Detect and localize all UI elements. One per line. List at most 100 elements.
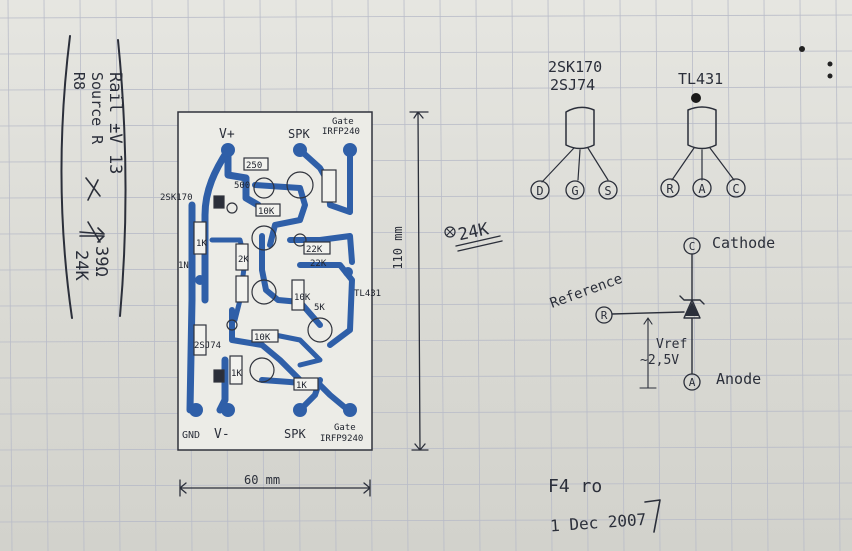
- comp-22k-b: 22K: [310, 259, 327, 269]
- pcb-component-labels: 250 500 10K 22K 2SK170 1K 1N 10K 22K 5K …: [160, 161, 381, 391]
- grid-line: [835, 0, 841, 551]
- note-source-r: Source R: [88, 72, 106, 145]
- right-bracket: [117, 39, 127, 317]
- jfet-name-2sj74: 2SJ74: [550, 76, 595, 94]
- pcb-label-gate-bottom: Gate: [334, 423, 356, 433]
- pcb-label-spk-top: SPK: [288, 127, 310, 141]
- tl431-marker-dot: [691, 93, 701, 103]
- comp-1k-c: 1K: [231, 369, 242, 379]
- comp-10k-a: 10K: [258, 207, 275, 217]
- schematic-pin-c: C: [689, 240, 696, 253]
- comp-250: 250: [246, 161, 262, 171]
- comp-tl431: TL431: [354, 289, 381, 299]
- ink-dot: [799, 46, 805, 52]
- grid-line: [79, 0, 85, 551]
- tl431-pin-a: A: [698, 182, 706, 196]
- pcb-pads: [189, 143, 357, 417]
- left-bracket: [60, 35, 73, 319]
- grid-line: [763, 0, 769, 551]
- schematic-ref-line: [611, 311, 685, 315]
- footer-date: 1 Dec 2007: [549, 510, 646, 536]
- grid-line: [0, 14, 852, 19]
- grid-line: [619, 0, 625, 551]
- schematic-vref-arrow: [639, 317, 657, 389]
- comp-1n: 1N: [178, 261, 189, 271]
- grid-line: [439, 0, 445, 551]
- pcb-label-irfp240: IRFP240: [322, 127, 360, 137]
- comp-5k: 5K: [314, 303, 325, 313]
- jfet-pin-s: S: [604, 184, 611, 198]
- schematic-pin-r: R: [601, 309, 608, 322]
- comp-10k-b: 10K: [254, 333, 271, 343]
- note-source-r-value: 39Ω: [91, 246, 111, 277]
- grid-line: [0, 410, 852, 415]
- comp-10k-c: 10K: [294, 293, 311, 303]
- note-r8: R8: [70, 72, 88, 90]
- side-note: 24K: [444, 219, 503, 252]
- grid-line: [115, 0, 121, 551]
- tl431-schematic: C Cathode R Reference Vref ~2,5V A Anode: [548, 234, 775, 391]
- grid-line: [475, 0, 481, 551]
- grid-line: [0, 194, 852, 199]
- pcb-component-boxes: [193, 157, 337, 391]
- footer-title: F4 ro: [548, 476, 602, 497]
- grid-line: [727, 0, 733, 551]
- pcb-label-gate-top: Gate: [332, 117, 354, 127]
- grid-line: [0, 230, 852, 235]
- comp-1k-b: 1K: [296, 381, 307, 391]
- grid-line: [547, 0, 553, 551]
- grid-line: [511, 0, 517, 551]
- schematic-diode: [679, 253, 705, 375]
- jfet-pin-d: D: [536, 184, 543, 198]
- grid-line: [0, 158, 852, 163]
- pcb-dimensions: 60 mm 110 mm: [179, 111, 429, 497]
- grid-line: [0, 446, 852, 451]
- pcb-label-vplus: V+: [219, 127, 235, 142]
- note-arrows: [79, 177, 105, 243]
- grid-line: [799, 0, 805, 551]
- grid-line: [7, 0, 13, 551]
- comp-2sk170: 2SK170: [160, 193, 193, 203]
- grid-line: [0, 86, 852, 91]
- tl431-pin-c: C: [732, 182, 739, 196]
- pcb-label-spk-bottom: SPK: [284, 427, 306, 441]
- comp-1k-a: 1K: [196, 239, 207, 249]
- footer: F4 ro 1 Dec 2007: [548, 476, 661, 536]
- grid-line: [403, 0, 409, 551]
- tl431-body: [687, 106, 717, 150]
- comp-22k-a: 22K: [306, 245, 323, 255]
- jfet-body: [565, 106, 595, 150]
- ink-dot: [827, 61, 833, 67]
- grid-line: [583, 0, 589, 551]
- pcb-connector-labels: V+ SPK Gate IRFP240 GND V- SPK Gate IRFP…: [182, 117, 363, 444]
- tl431-name: TL431: [678, 70, 723, 88]
- schematic-anode-label: Anode: [716, 370, 761, 388]
- jfet-pinout: 2SK170 2SJ74 D G S: [530, 58, 618, 200]
- grid-line: [0, 122, 852, 127]
- grid-line: [0, 50, 852, 55]
- width-dimension-line: [179, 479, 371, 497]
- grid-line: [0, 302, 852, 307]
- width-label: 60 mm: [244, 473, 280, 487]
- note-rail: Rail ±V 13: [105, 72, 125, 174]
- schematic-vref-label: Vref: [656, 337, 687, 352]
- pcb-outline: [177, 111, 373, 451]
- jfet-pin-g: G: [571, 184, 578, 198]
- ink-dot: [827, 73, 833, 79]
- grid-line: [655, 0, 661, 551]
- grid-line: [691, 0, 697, 551]
- schematic-cathode-label: Cathode: [712, 234, 775, 252]
- pcb-label-irfp9240: IRFP9240: [320, 434, 363, 444]
- grid-line: [0, 518, 852, 523]
- grid-line: [0, 338, 852, 343]
- tl431-pin-r: R: [666, 182, 674, 196]
- schematic-vref-value: ~2,5V: [640, 353, 679, 368]
- rail-notes: Rail ±V 13 Source R R8 39Ω 24K: [60, 35, 127, 319]
- grid-line: [0, 374, 852, 379]
- comp-2k: 2K: [238, 255, 249, 265]
- comp-500: 500: [234, 181, 250, 191]
- comp-2sj74: 2SJ74: [194, 341, 221, 351]
